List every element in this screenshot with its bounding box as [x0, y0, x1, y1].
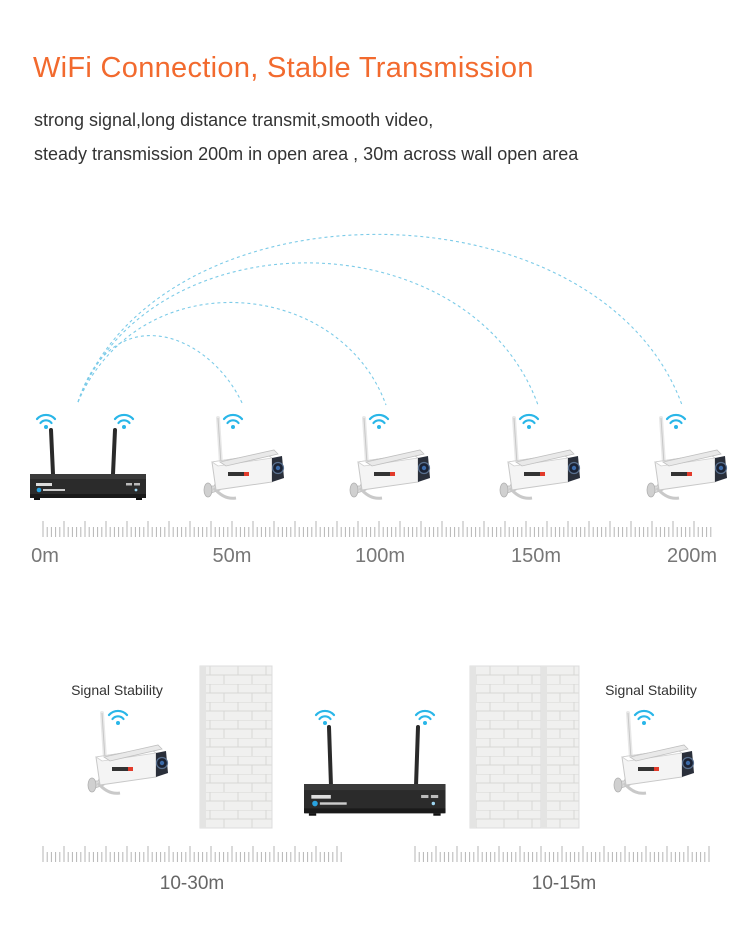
- subtitle-line-2: steady transmission 200m in open area , …: [34, 144, 579, 164]
- distance-ruler: [42, 521, 712, 537]
- wifi-icon: [314, 709, 336, 727]
- nvr-device-center: [304, 709, 446, 816]
- camera-150m: [498, 413, 582, 501]
- subtitle-line-1: strong signal,long distance transmit,smo…: [34, 110, 434, 130]
- camera-left: [86, 709, 170, 796]
- wifi-icon: [414, 709, 436, 727]
- wifi-icon: [35, 413, 57, 431]
- camera-50m: [202, 413, 286, 501]
- brick-wall-right-1: [469, 665, 543, 829]
- range-label-right: 10-15m: [531, 873, 597, 894]
- signal-arc-100m: [77, 301, 387, 406]
- camera-100m: [348, 413, 432, 501]
- distance-label-100m: 100m: [354, 545, 406, 567]
- wifi-icon: [518, 413, 540, 431]
- distance-label-200m: 200m: [666, 545, 718, 567]
- nvr-device: [30, 413, 146, 500]
- wifi-icon: [113, 413, 135, 431]
- distance-label-50m: 50m: [212, 545, 252, 567]
- signal-arc-50m: [77, 335, 244, 406]
- signal-arc-200m: [77, 233, 683, 406]
- signal-arc-150m: [77, 262, 539, 406]
- distance-label-150m: 150m: [510, 545, 562, 567]
- signal-arcs: [77, 233, 683, 406]
- camera-200m: [645, 413, 729, 501]
- brick-wall-left: [199, 665, 273, 829]
- signal-stability-right: Signal Stability: [605, 682, 697, 698]
- brick-wall-right-2: [540, 665, 580, 829]
- wifi-icon: [368, 413, 390, 431]
- range-label-left: 10-30m: [159, 873, 225, 894]
- range-ruler-left: [42, 846, 342, 862]
- range-ruler-right: [414, 846, 710, 862]
- page-title: WiFi Connection, Stable Transmission: [33, 52, 534, 84]
- distance-label-0m: 0m: [31, 545, 59, 567]
- wifi-icon: [107, 709, 129, 727]
- wifi-icon: [222, 413, 244, 431]
- signal-stability-left: Signal Stability: [71, 682, 163, 698]
- wifi-icon: [633, 709, 655, 727]
- wifi-icon: [665, 413, 687, 431]
- camera-right: [612, 709, 696, 796]
